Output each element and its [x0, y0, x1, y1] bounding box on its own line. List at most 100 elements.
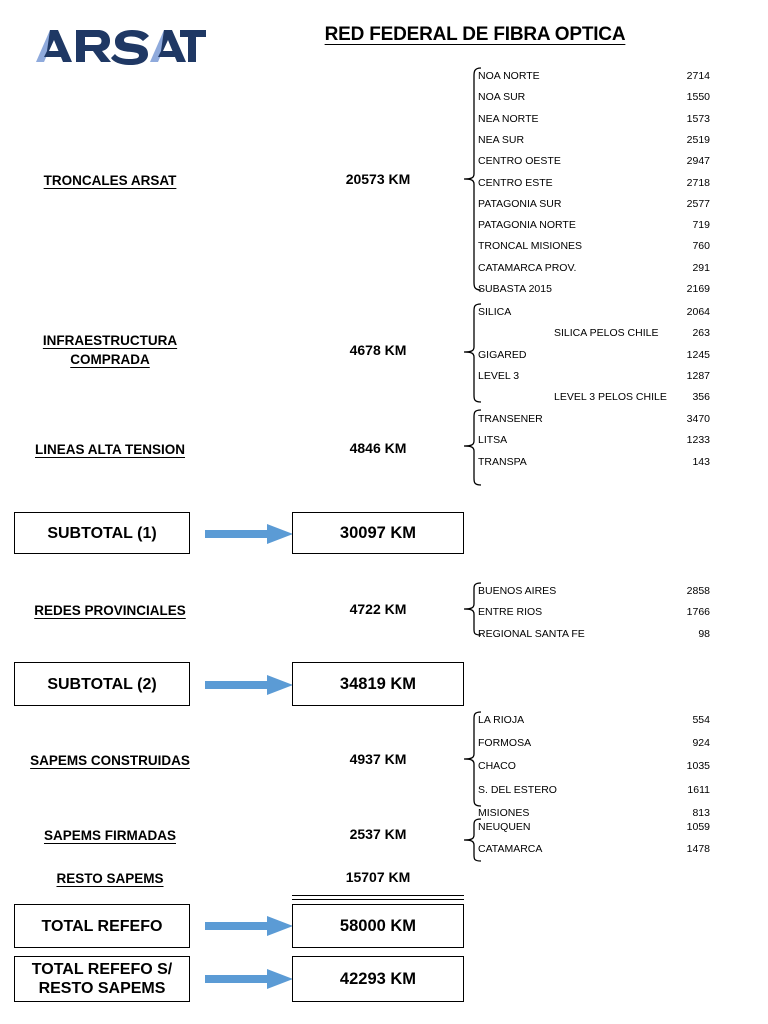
section-label-line1: TRONCALES ARSAT [43, 173, 177, 188]
section-label-line1: SAPEMS FIRMADAS [43, 828, 176, 843]
arsat-logo [36, 24, 206, 66]
total-refefo-sin-resto-label-line2: RESTO SAPEMS [38, 980, 166, 997]
arrow-subtotal-1 [205, 523, 293, 545]
detail-row-name: SILICA [478, 306, 512, 318]
section-label-lineas-alta-tension: LINEAS ALTA TENSION [0, 440, 240, 459]
section-label-sapems-firmadas: SAPEMS FIRMADAS [0, 826, 240, 845]
total-refefo-sin-resto-value: 42293 KM [339, 969, 417, 988]
total-refefo-label-box[interactable]: TOTAL REFEFO [14, 904, 190, 948]
detail-row-name: TRANSENER [478, 413, 543, 425]
detail-row-name: PATAGONIA SUR [478, 197, 562, 210]
section-label-line1: INFRAESTRUCTURA [42, 333, 178, 348]
detail-row-value: 1287 [686, 369, 710, 382]
section-label-infraestructura-comprada: INFRAESTRUCTURA COMPRADA [0, 331, 240, 369]
section-label-line1: SAPEMS CONSTRUIDAS [30, 753, 190, 768]
detail-row-name: NOA NORTE [478, 70, 540, 82]
detail-row-value: 1233 [686, 434, 710, 447]
detail-row-value: 143 [692, 455, 710, 468]
subtotal-2-value: 34819 KM [339, 674, 417, 693]
section-label-sapems-construidas: SAPEMS CONSTRUIDAS [0, 751, 240, 770]
detail-row-name: CENTRO OESTE [478, 155, 561, 168]
detail-row-name: ENTRE RIOS [478, 606, 543, 619]
detail-row-name: SUBASTA 2015 [478, 283, 552, 295]
detail-row-value: 2718 [686, 176, 710, 189]
subtotal-1-value-box[interactable]: 30097 KM [292, 512, 464, 554]
detail-row-name: CHACO [478, 760, 516, 773]
detail-row-value: 1245 [686, 348, 710, 361]
detail-row-value: 1035 [686, 760, 710, 773]
detail-row-name: REGIONAL SANTA FE [478, 627, 585, 640]
detail-row-name: BUENOS AIRES [478, 585, 557, 597]
detail-row-value: 2714 [686, 70, 710, 82]
detail-row-name: TRANSPA [478, 455, 527, 468]
detail-row-value: 1550 [686, 91, 710, 104]
detail-row-value: 2858 [686, 585, 710, 597]
section-total-sapems-firmadas: 2537 KM [349, 826, 407, 842]
detail-row-name: NEUQUEN [478, 821, 531, 833]
subtotal-2-label-box[interactable]: SUBTOTAL (2) [14, 662, 190, 706]
section-total-lineas-alta-tension: 4846 KM [349, 440, 407, 456]
section-total-sapems-construidas: 4937 KM [349, 751, 407, 767]
detail-row-name: CATAMARCA [478, 843, 543, 855]
detail-row-value: 98 [698, 627, 710, 640]
section-label-line1: RESTO SAPEMS [56, 871, 164, 886]
section-label-redes-provinciales: REDES PROVINCIALES [0, 601, 240, 620]
detail-row-value: 2947 [686, 155, 710, 168]
total-refefo-sin-resto-value-box[interactable]: 42293 KM [292, 956, 464, 1002]
detail-row-name: S. DEL ESTERO [478, 783, 557, 796]
detail-row-value: 263 [692, 327, 710, 340]
detail-row-name: CATAMARCA PROV. [478, 261, 577, 274]
detail-row-value: 760 [692, 240, 710, 253]
detail-row-name: LEVEL 3 PELOS CHILE [554, 391, 667, 404]
detail-row-value: 356 [692, 391, 710, 404]
detail-row-value: 554 [692, 714, 710, 726]
section-total-redes-provinciales: 4722 KM [349, 601, 407, 617]
detail-row-name: MISIONES [478, 806, 530, 819]
detail-row-name: LITSA [478, 434, 508, 447]
total-refefo-value-box[interactable]: 58000 KM [292, 904, 464, 948]
subtotal-1-value: 30097 KM [339, 523, 417, 542]
section-total-resto-sapems: 15707 KM [345, 869, 411, 885]
arrow-total-refefo-sin-resto [205, 968, 293, 990]
subtotal-1-label-box[interactable]: SUBTOTAL (1) [14, 512, 190, 554]
total-refefo-value: 58000 KM [339, 916, 417, 935]
detail-row-value: 291 [692, 261, 710, 274]
totals-divider-line-1 [292, 895, 464, 897]
section-total-infraestructura-comprada: 4678 KM [349, 342, 407, 358]
bracket-sapems-construidas [461, 710, 483, 810]
detail-row-value: 2169 [686, 283, 710, 295]
detail-row-value: 924 [692, 737, 710, 750]
detail-row-value: 2577 [686, 197, 710, 210]
detail-row-value: 1059 [686, 821, 710, 833]
detail-row-name: TRONCAL MISIONES [478, 240, 583, 253]
detail-row-value: 2064 [686, 306, 710, 318]
detail-row-name: FORMOSA [478, 737, 532, 750]
section-label-troncales-arsat: TRONCALES ARSAT [0, 171, 240, 190]
detail-row-value: 1478 [686, 843, 710, 855]
section-label-line1: LINEAS ALTA TENSION [35, 442, 185, 457]
detail-row-value: 1573 [686, 112, 710, 125]
total-refefo-sin-resto-label-line1: TOTAL REFEFO S/ [31, 961, 173, 978]
detail-row-name: NOA SUR [478, 91, 526, 104]
page-title: RED FEDERAL DE FIBRA OPTICA [324, 24, 626, 45]
totals-divider-line-2 [292, 899, 464, 900]
detail-row-name: SILICA PELOS CHILE [554, 327, 659, 340]
detail-row-name: LEVEL 3 [478, 369, 520, 382]
bracket-lineas-alta-tension [461, 408, 483, 488]
detail-row-name: NEA SUR [478, 133, 525, 146]
section-total-troncales-arsat: 20573 KM [345, 171, 411, 187]
detail-row-value: 719 [692, 219, 710, 232]
subtotal-1-label: SUBTOTAL (1) [47, 524, 157, 542]
detail-row-value: 2519 [686, 133, 710, 146]
arrow-subtotal-2 [205, 674, 293, 696]
bracket-troncales-arsat [461, 66, 483, 294]
subtotal-2-label: SUBTOTAL (2) [47, 675, 157, 693]
subtotal-2-value-box[interactable]: 34819 KM [292, 662, 464, 706]
total-refefo-sin-resto-label-box[interactable]: TOTAL REFEFO S/ RESTO SAPEMS [14, 956, 190, 1002]
detail-row-name: NEA NORTE [478, 112, 539, 125]
detail-row-name: CENTRO ESTE [478, 176, 553, 189]
bracket-redes-provinciales [461, 581, 483, 639]
total-refefo-label: TOTAL REFEFO [41, 917, 163, 935]
arrow-total-refefo [205, 915, 293, 937]
